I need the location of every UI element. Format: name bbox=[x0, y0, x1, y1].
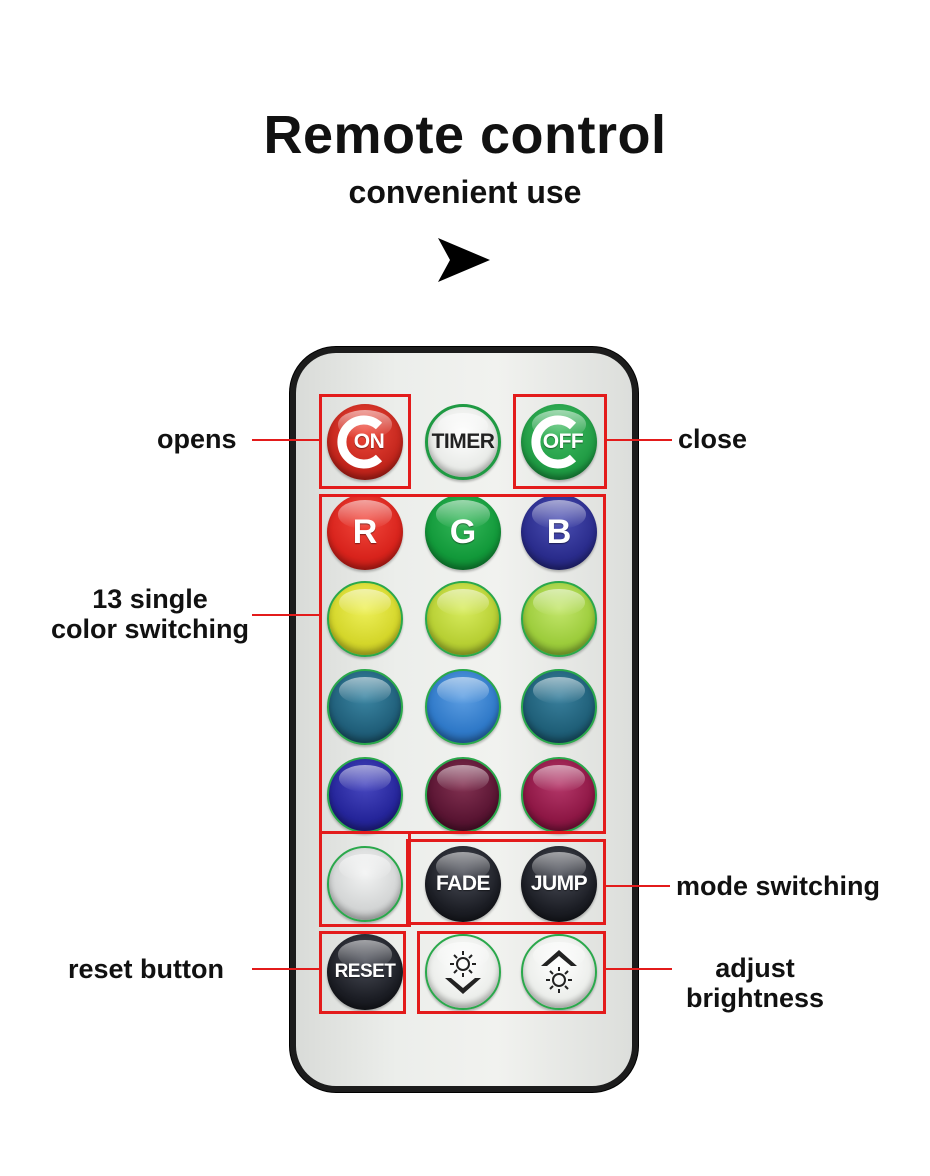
leader-reset bbox=[252, 968, 321, 970]
fade-label: FADE bbox=[435, 872, 491, 895]
brightness-up-button[interactable] bbox=[521, 934, 597, 1010]
callout-adjust-line1: adjust bbox=[715, 953, 795, 983]
color-button-sky-blue[interactable] bbox=[425, 669, 501, 745]
on-label: ON bbox=[353, 430, 385, 453]
leader-close bbox=[606, 439, 672, 441]
green-button[interactable]: G bbox=[425, 494, 501, 570]
color-button-white[interactable] bbox=[327, 846, 403, 922]
off-label: OFF bbox=[542, 430, 584, 453]
color-button-yellow-green[interactable] bbox=[425, 581, 501, 657]
color-button-dark-teal[interactable] bbox=[521, 669, 597, 745]
color-button-light-green[interactable] bbox=[521, 581, 597, 657]
timer-label: TIMER bbox=[431, 430, 495, 453]
off-button[interactable]: OFF bbox=[521, 404, 597, 480]
page-subtitle: convenient use bbox=[348, 174, 582, 210]
callout-adjust-line2: brightness bbox=[685, 983, 825, 1013]
reset-button[interactable]: RESET bbox=[327, 934, 403, 1010]
brightness-down-button[interactable] bbox=[425, 934, 501, 1010]
blue-button[interactable]: B bbox=[521, 494, 597, 570]
b-label: B bbox=[546, 512, 572, 551]
power-ring-icon bbox=[531, 415, 577, 469]
page-title: Remote control bbox=[263, 105, 667, 165]
color-button-plum[interactable] bbox=[425, 757, 501, 833]
r-label: R bbox=[352, 512, 378, 551]
red-button[interactable]: R bbox=[327, 494, 403, 570]
timer-button[interactable]: TIMER bbox=[425, 404, 501, 480]
callout-mode-switching: mode switching bbox=[676, 871, 881, 901]
callout-single-color-line2: color switching bbox=[50, 614, 250, 644]
color-button-indigo[interactable] bbox=[327, 757, 403, 833]
callout-reset-button: reset button bbox=[68, 954, 225, 984]
on-button[interactable]: ON bbox=[327, 404, 403, 480]
jump-label: JUMP bbox=[530, 872, 588, 895]
reset-label: RESET bbox=[334, 961, 396, 982]
callout-single-color: 13 single color switching bbox=[30, 584, 270, 644]
arrow-right-icon bbox=[438, 238, 490, 282]
fade-button[interactable]: FADE bbox=[425, 846, 501, 922]
leader-opens bbox=[252, 439, 322, 441]
callout-single-color-line1: 13 single bbox=[92, 584, 208, 614]
brightness-down-icon bbox=[445, 951, 481, 994]
brightness-up-icon bbox=[541, 950, 577, 993]
callout-adjust-brightness: adjust brightness bbox=[670, 953, 840, 1013]
color-button-yellow[interactable] bbox=[327, 581, 403, 657]
leader-colors bbox=[252, 614, 321, 616]
callout-opens: opens bbox=[157, 424, 237, 454]
leader-brightness bbox=[606, 968, 672, 970]
leader-mode bbox=[606, 885, 670, 887]
callout-close: close bbox=[678, 424, 748, 454]
color-button-teal[interactable] bbox=[327, 669, 403, 745]
jump-button[interactable]: JUMP bbox=[521, 846, 597, 922]
g-label: G bbox=[449, 512, 477, 551]
color-button-magenta[interactable] bbox=[521, 757, 597, 833]
power-ring-icon bbox=[337, 415, 383, 469]
